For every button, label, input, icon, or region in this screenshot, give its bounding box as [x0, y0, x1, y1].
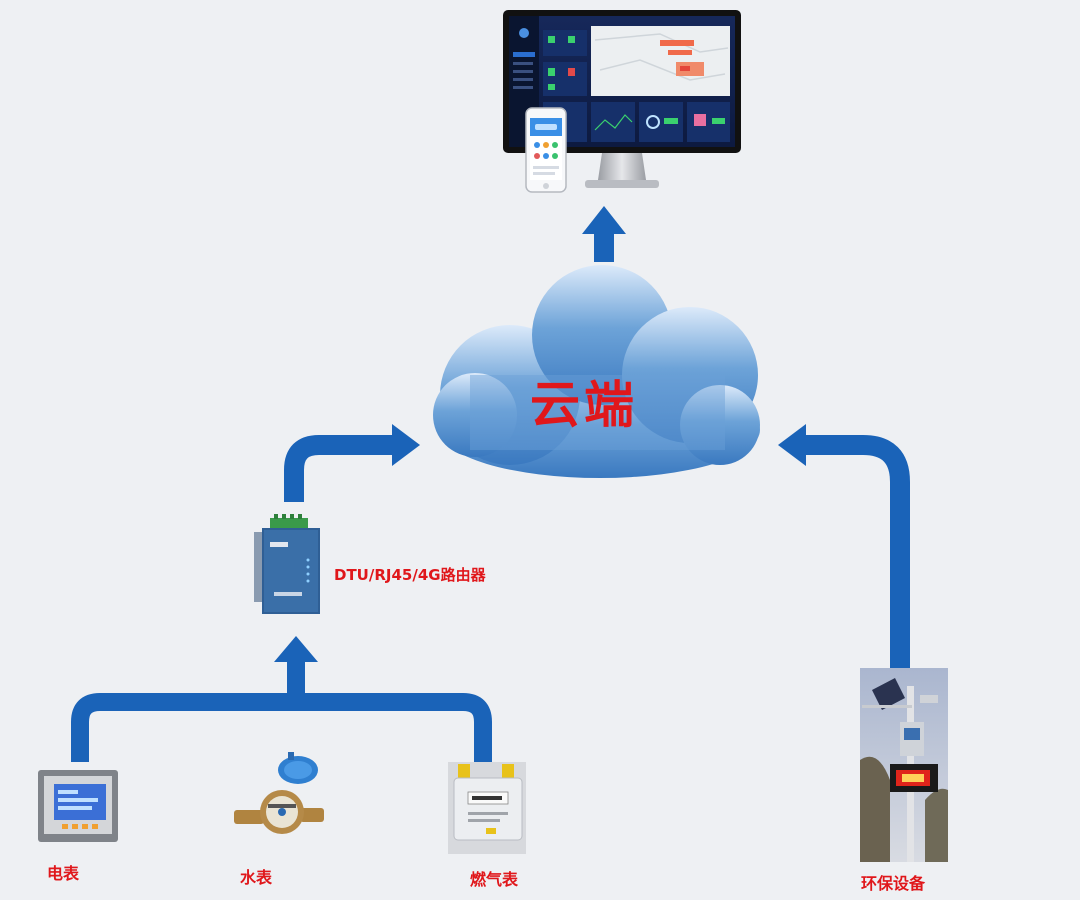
mobile-phone — [525, 107, 567, 193]
water-meter-label: 水表 — [240, 868, 273, 887]
cloud-shape — [433, 265, 760, 478]
environmental-equipment-label: 环保设备 — [861, 874, 926, 893]
electric-meter-device — [38, 770, 118, 842]
electric-meter-label: 电表 — [47, 864, 80, 883]
gas-meter-device — [448, 762, 526, 854]
cloud-label: 云端 — [530, 376, 638, 434]
arrow-router-to-cloud — [284, 424, 420, 502]
environmental-monitoring-equipment — [860, 668, 948, 862]
arrow-meters-to-router — [71, 636, 492, 762]
router-label: DTU/RJ45/4G路由器 — [334, 566, 486, 584]
arrow-cloud-to-platform — [582, 206, 626, 262]
gas-meter-label: 燃气表 — [470, 870, 519, 889]
arrow-environment-to-cloud — [778, 424, 910, 668]
router-device — [254, 514, 320, 614]
water-meter-device — [234, 752, 324, 834]
